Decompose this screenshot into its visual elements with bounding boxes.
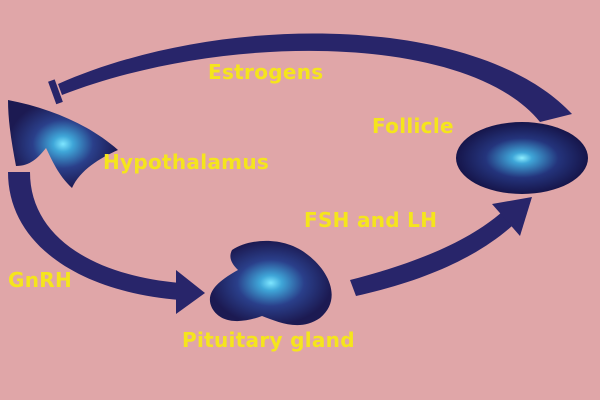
gnrh-arrow <box>8 172 205 314</box>
hypothalamus-label: Hypothalamus <box>103 150 270 174</box>
fsh-lh-arrow <box>350 197 532 296</box>
estrogens-label: Estrogens <box>208 60 324 84</box>
pituitary-gland-shape <box>209 240 332 326</box>
estrogens-feedback-arrow <box>48 33 572 122</box>
hypothalamus-shape <box>8 100 118 188</box>
pituitary-gland-label: Pituitary gland <box>182 328 355 352</box>
gnrh-label: GnRH <box>8 268 72 292</box>
follicle-label: Follicle <box>372 114 454 138</box>
follicle-shape <box>456 122 588 194</box>
fsh-lh-label: FSH and LH <box>304 208 438 232</box>
